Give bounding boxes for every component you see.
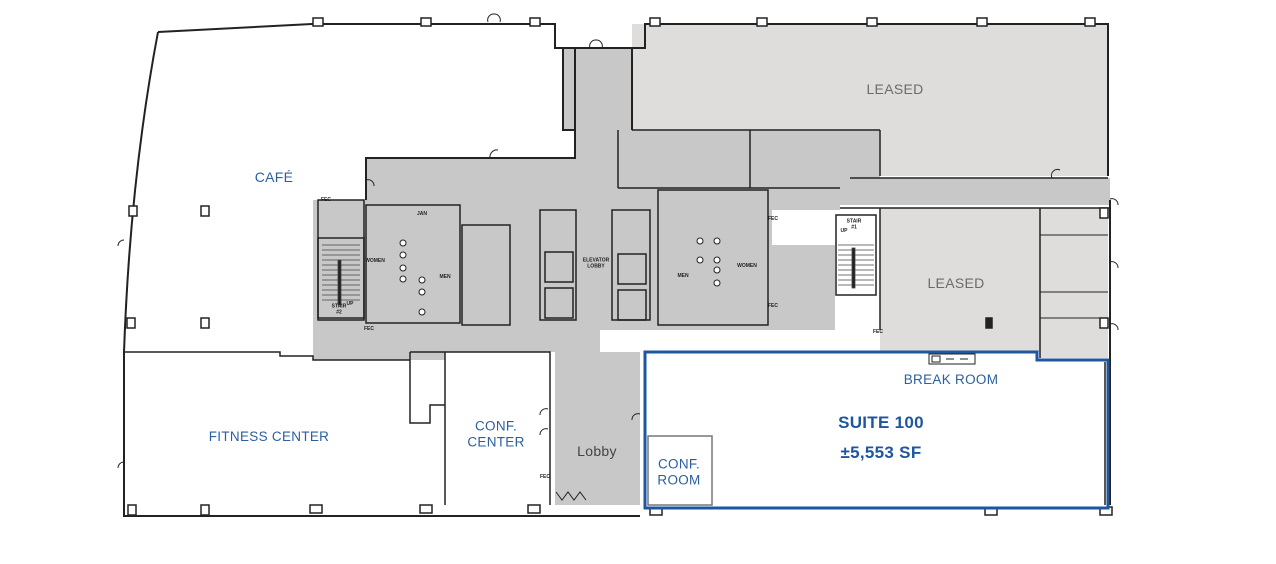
- suite-100-outline: [643, 350, 1110, 510]
- restroom-label-women-right: WOMEN: [737, 263, 757, 270]
- stair-label-left: STAIR #2: [331, 303, 347, 315]
- room-label-lobby: Lobby: [577, 442, 617, 459]
- stairs: [322, 244, 874, 306]
- elevator-lobby-line1: ELEVATOR: [582, 257, 610, 264]
- fec-label-5: FEC: [873, 329, 883, 336]
- room-label-cafe: CAFÉ: [254, 168, 294, 185]
- room-label-fitness-center: FITNESS CENTER: [208, 429, 330, 445]
- janitor-label: JAN: [416, 211, 428, 218]
- stair-up-left: UP: [346, 301, 354, 308]
- conf-room-wall: [647, 435, 713, 506]
- room-label-leased-top: LEASED: [866, 80, 924, 97]
- fec-label-3: FEC: [768, 216, 778, 223]
- conf-center-line2: CENTER: [467, 434, 525, 449]
- fixtures: [399, 237, 721, 316]
- conf-room-line1: CONF.: [657, 456, 700, 472]
- doors: [117, 13, 1119, 501]
- columns: [126, 17, 1113, 516]
- outer-walls: [123, 23, 1111, 517]
- leased-areas: [632, 24, 1108, 358]
- room-label-conf-room: CONF. ROOM: [657, 456, 700, 487]
- stair-label-right: STAIR #1: [846, 218, 862, 230]
- restroom-label-women-left: WOMEN: [365, 258, 385, 265]
- restroom-label-men-left: MEN: [439, 274, 451, 281]
- room-label-break-room: BREAK ROOM: [903, 372, 999, 388]
- common-area: [313, 48, 1110, 505]
- fec-label-1: FEC: [321, 197, 331, 204]
- elevators: [544, 251, 647, 321]
- room-label-elevator-lobby: ELEVATOR LOBBY: [582, 257, 610, 270]
- suite-area: ±5,553 SF: [840, 443, 922, 463]
- fec-label-6: FEC: [540, 474, 550, 481]
- elevator-lobby-line2: LOBBY: [587, 263, 605, 269]
- conf-center-line1: CONF.: [475, 418, 517, 434]
- room-label-conf-center: CONF. CENTER: [467, 418, 524, 449]
- fec-label-2: FEC: [364, 326, 374, 333]
- restroom-label-men-right: MEN: [677, 273, 689, 280]
- room-label-leased-right: LEASED: [927, 274, 985, 291]
- conf-room-line2: ROOM: [657, 472, 701, 487]
- break-room-counter: [928, 353, 976, 365]
- suite-name: SUITE 100: [838, 413, 924, 433]
- fec-label-4: FEC: [768, 303, 778, 310]
- stair-up-right: UP: [840, 228, 848, 235]
